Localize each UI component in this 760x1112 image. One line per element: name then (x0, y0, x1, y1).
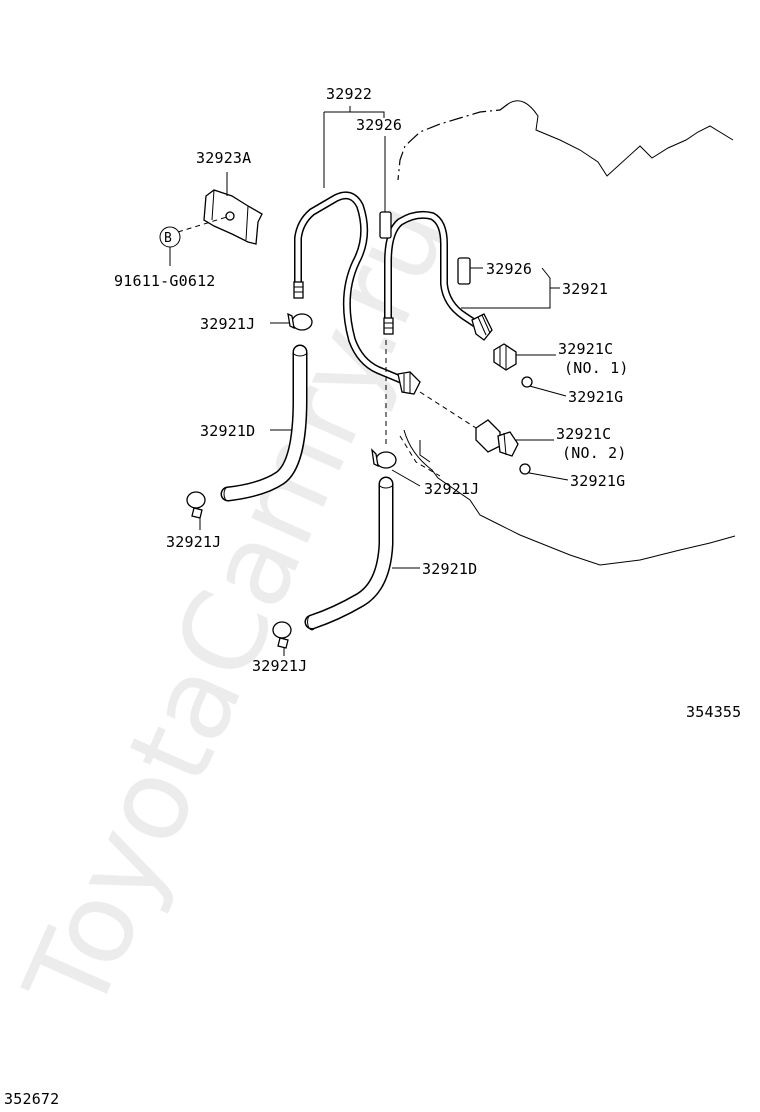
pipe-32921 (383, 210, 493, 341)
union-bolt-32921C-no1 (493, 343, 517, 371)
transmission-case-outline (397, 100, 736, 566)
hose-32921D-left (220, 344, 308, 502)
gasket-32921G-2 (519, 463, 531, 475)
label-32921: 32921 (562, 280, 608, 298)
label-no1: (NO. 1) (564, 359, 629, 377)
bracket-32923A (177, 172, 263, 245)
sleeve-32926-right (457, 257, 471, 285)
label-32921G-1: 32921G (568, 388, 623, 406)
clamp-32921J-lower-left (186, 491, 206, 519)
label-91611-G0612: 91611-G0612 (114, 272, 216, 290)
gasket-32921G-1 (521, 376, 533, 388)
label-32921C-no1: 32921C (558, 340, 613, 358)
clamp-32921J-upper-left (287, 312, 313, 331)
clamp-32921J-lower-right (272, 621, 292, 649)
label-32923A: 32923A (196, 149, 251, 167)
label-no2: (NO. 2) (562, 444, 627, 462)
label-32921G-2: 32921G (570, 472, 625, 490)
label-32921J-lower-right: 32921J (252, 657, 307, 675)
hose-32921D-right (304, 476, 394, 631)
label-32921J-upper-right: 32921J (424, 480, 479, 498)
union-bolt-32921C-no2 (475, 419, 519, 457)
label-32922: 32922 (326, 85, 372, 103)
reference-354355: 354355 (686, 703, 741, 721)
label-32921C-no2: 32921C (556, 425, 611, 443)
label-32921J-upper-left: 32921J (200, 315, 255, 333)
label-32926-top: 32926 (356, 116, 402, 134)
watermark-text: ToyotaCamry.ru (0, 183, 473, 1032)
clamp-32921J-upper-right (371, 448, 397, 469)
bolt-b-symbol: B (159, 226, 181, 266)
label-32921J-lower-left: 32921J (166, 533, 221, 551)
reference-352672: 352672 (4, 1090, 59, 1108)
bolt-b-letter: B (164, 231, 172, 246)
sleeve-32926-top (379, 211, 392, 239)
label-32921D-right: 32921D (422, 560, 477, 578)
alignment-dash-diagonal (419, 391, 477, 429)
pipe-32922 (293, 191, 421, 395)
label-32926-right: 32926 (486, 260, 532, 278)
label-32921D-left: 32921D (200, 422, 255, 440)
